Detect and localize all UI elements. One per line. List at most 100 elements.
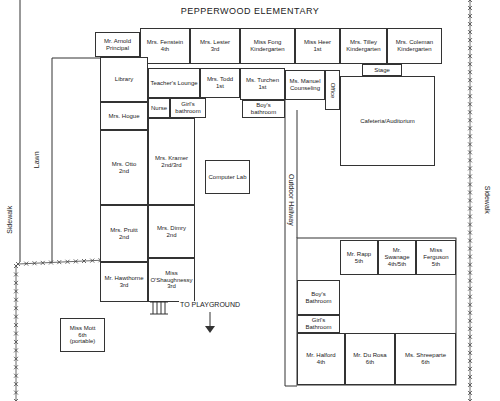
fence-cross [468,367,472,371]
fence-cross [468,126,472,130]
fence-cross [468,46,472,50]
fence-cross [14,348,18,352]
map-title: PEPPERWOOD ELEMENTARY [0,6,500,16]
room-box: Mrs. Dimry2nd [148,205,195,258]
fence-cross [468,6,472,10]
room-text: 3rd [167,283,176,290]
fence-cross [468,231,472,235]
fence-cross [468,62,472,66]
room-text: 6th [421,359,429,366]
fence-cross [468,134,472,138]
room-text: 3rd [120,282,129,289]
fence-cross [468,118,472,122]
room-text: 2nd [119,234,129,241]
room-box: Mrs. Kramer2nd/3rd [148,118,195,205]
steps [161,302,162,314]
room-text: 1st [216,83,224,90]
room-text: 5th [432,261,440,268]
room-text: 5th [355,258,363,265]
room-text: Cafeteria/Auditorium [360,118,415,125]
room-box: Boy's Bathroom [297,280,340,315]
hallway-wall [285,100,286,386]
fence-cross [468,94,472,98]
fence-cross [33,261,37,265]
fence-cross [14,306,18,310]
room-text: Principal [106,45,129,52]
map-label: TO PLAYGROUND [179,301,241,309]
fence-cross [468,54,472,58]
room-box: Miss Ferguson5th [416,240,456,275]
room-text: Mr. Swanage [380,247,414,261]
map-label: Sidewalk [483,185,491,215]
room-text: Mrs. Todd [207,76,233,83]
room-text: (portable) [70,338,96,345]
fence-cross [14,391,18,395]
room-text: Mr. Arnold [104,38,131,45]
fence-cross [82,259,86,263]
fence-cross [468,86,472,90]
steps [157,302,158,314]
fence-cross [468,399,472,401]
room-box: Cafeteria/Auditorium [340,76,435,166]
room-box: Girl's Bathroom [297,315,340,333]
fence-cross [468,166,472,170]
room-box: Stage [362,64,402,76]
room-box: Miss FongKindergarten [240,28,295,64]
room-text: Nurse [151,105,167,112]
map-label: Lawn [32,151,40,170]
room-box: Ms. Turchen1st [240,68,285,100]
hallway-wall [297,110,298,238]
fence-cross [468,327,472,331]
fence-cross [468,78,472,82]
fence-cross [468,70,472,74]
fence-cross [468,0,472,2]
fence-cross [468,14,472,18]
walls [20,0,456,386]
arrow-shaft [210,312,211,328]
room-box: Miss O'Shaughnessy3rd [148,258,195,302]
room-box: Mr. ArnoldPrincipal [95,32,140,57]
fence-cross [468,335,472,339]
room-text: Ms. Manuel [289,78,320,85]
fence-cross [468,247,472,251]
room-box: Girl's bathroom [170,98,206,118]
fence-cross [74,259,78,263]
fence-cross [468,182,472,186]
room-text: Girl's Bathroom [299,317,338,331]
room-box: Mrs. Hogue [100,102,148,130]
room-box: Mrs. Todd1st [200,68,240,98]
room-box: Office [325,70,340,110]
room-text: Mrs. Dimry [157,225,186,232]
room-text: 4th [161,46,169,53]
room-text: Mr. Rapp [347,251,371,258]
room-text: Mr. Hawthorne [104,275,143,282]
fence-cross [468,158,472,162]
fence-cross [468,287,472,291]
fence-cross [14,365,18,369]
fence-cross [468,255,472,259]
room-box: Mr. Hawthorne3rd [100,262,148,302]
room-text: Library [115,76,133,83]
room-text: Boy's Bathroom [299,291,338,305]
fence-cross [14,382,18,386]
fence-cross [468,207,472,211]
room-text: 4th/5th [388,261,406,268]
fence-cross [468,150,472,154]
room-box: Mrs. Lester3rd [190,28,240,64]
fence-cross [468,110,472,114]
room-text: 1st [313,46,321,53]
map-label: Outdoor Hallway [287,173,295,227]
room-text: Miss Ferguson [418,247,454,261]
room-text: Mrs. Hogue [108,113,139,120]
fence-cross [468,359,472,363]
fence-cross [468,391,472,395]
fence-cross [14,332,18,336]
fence-cross [14,289,18,293]
room-box: Mr. Swanage4th/5th [378,240,416,275]
room-box: Mr. Halford4th [297,333,345,385]
room-text: Office [329,82,336,98]
room-box: Ms. Shreeparte6th [395,333,456,385]
map-label: Sidewalk [6,205,14,235]
fence-cross [468,303,472,307]
